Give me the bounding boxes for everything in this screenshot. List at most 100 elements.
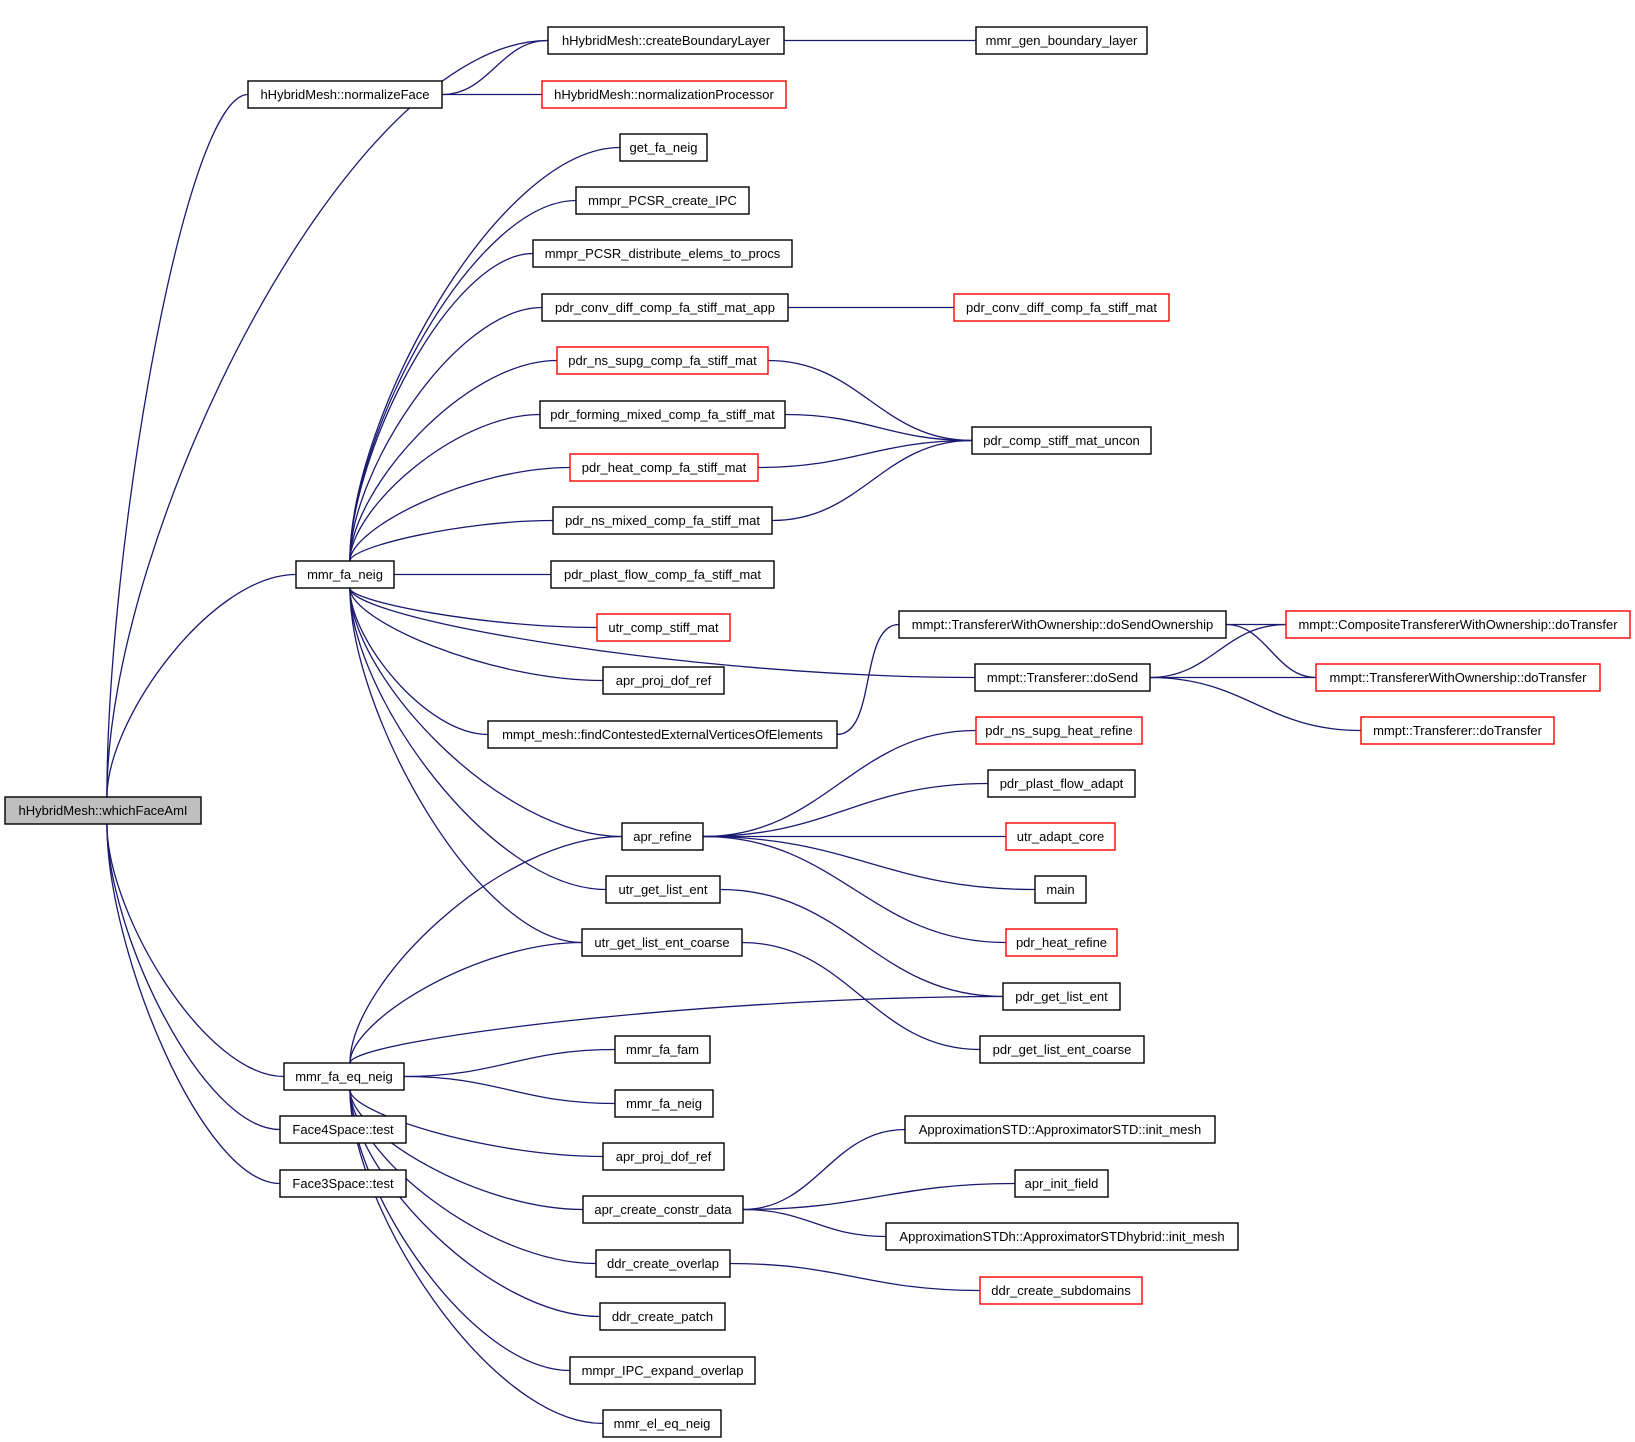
edge-overlap-subdom bbox=[718, 1258, 981, 1292]
node-label: pdr_heat_comp_fa_stiff_mat bbox=[582, 460, 747, 475]
graph-node-uncon[interactable]: pdr_comp_stiff_mat_uncon bbox=[971, 426, 1152, 455]
graph-node-forming[interactable]: pdr_forming_mixed_comp_fa_stiff_mat bbox=[539, 400, 786, 429]
graph-node-elEq[interactable]: mmr_el_eq_neig bbox=[602, 1409, 722, 1438]
node-label: pdr_comp_stiff_mat_uncon bbox=[983, 433, 1140, 448]
edge-mmr_fa_neig-ns_supg bbox=[344, 359, 558, 573]
graph-node-utr_adapt[interactable]: utr_adapt_core bbox=[1005, 822, 1116, 851]
node-label: Face4Space::test bbox=[292, 1122, 394, 1137]
graph-node-pcsr_dist[interactable]: mmpr_PCSR_distribute_elems_to_procs bbox=[532, 239, 793, 268]
graph-node-initMesh[interactable]: ApproximationSTD::ApproximatorSTD::init_… bbox=[904, 1115, 1216, 1144]
node-box bbox=[1014, 1169, 1109, 1198]
graph-node-compTrans[interactable]: mmpt::CompositeTransfererWithOwnership::… bbox=[1285, 610, 1631, 639]
graph-node-conv[interactable]: pdr_conv_diff_comp_fa_stiff_mat bbox=[953, 293, 1170, 322]
graph-node-utr_list[interactable]: utr_get_list_ent bbox=[605, 875, 721, 904]
node-box bbox=[581, 928, 743, 957]
node-box bbox=[979, 1276, 1143, 1305]
graph-node-mmr_fa_fam[interactable]: mmr_fa_fam bbox=[614, 1035, 711, 1064]
node-box bbox=[1005, 822, 1116, 851]
graph-node-ipcOverlap[interactable]: mmpr_IPC_expand_overlap bbox=[569, 1356, 756, 1385]
node-box bbox=[569, 453, 759, 482]
graph-node-doSend[interactable]: mmpt::Transferer::doSend bbox=[974, 663, 1151, 692]
graph-node-mmr_fa_neig[interactable]: mmr_fa_neig bbox=[295, 560, 395, 589]
node-label: pdr_conv_diff_comp_fa_stiff_mat_app bbox=[555, 300, 775, 315]
node-label: utr_comp_stiff_mat bbox=[608, 620, 719, 635]
node-label: ApproximationSTD::ApproximatorSTD::init_… bbox=[919, 1122, 1202, 1137]
graph-node-normProc[interactable]: hHybridMesh::normalizationProcessor bbox=[541, 80, 787, 109]
node-box bbox=[556, 346, 769, 375]
node-box bbox=[621, 822, 704, 851]
graph-node-twoTrans[interactable]: mmpt::TransfererWithOwnership::doTransfe… bbox=[1315, 663, 1601, 692]
graph-node-findCont[interactable]: mmpt_mesh::findContestedExternalVertices… bbox=[487, 720, 838, 749]
node-label: utr_get_list_ent_coarse bbox=[594, 935, 729, 950]
edge-mmr_fa_neig-apr_refine bbox=[344, 576, 623, 838]
graph-node-heat[interactable]: pdr_heat_comp_fa_stiff_mat bbox=[569, 453, 759, 482]
node-box bbox=[614, 1035, 711, 1064]
graph-node-pdr_list[interactable]: pdr_get_list_ent bbox=[1002, 982, 1121, 1011]
graph-node-ns_mixed[interactable]: pdr_ns_mixed_comp_fa_stiff_mat bbox=[552, 506, 773, 535]
graph-node-face3[interactable]: Face3Space::test bbox=[279, 1169, 407, 1198]
node-box bbox=[602, 666, 725, 695]
edge-mmr_fa_neig-findCont bbox=[344, 576, 489, 736]
graph-node-plast[interactable]: pdr_plast_flow_comp_fa_stiff_mat bbox=[550, 560, 775, 589]
graph-node-mmr_fa_neig2[interactable]: mmr_fa_neig bbox=[614, 1089, 714, 1118]
graph-node-pcsr_ipc[interactable]: mmpr_PCSR_create_IPC bbox=[575, 186, 750, 215]
node-label: pdr_ns_supg_comp_fa_stiff_mat bbox=[568, 353, 757, 368]
graph-node-conv_app[interactable]: pdr_conv_diff_comp_fa_stiff_mat_app bbox=[541, 293, 789, 322]
graph-node-subdom[interactable]: ddr_create_subdomains bbox=[979, 1276, 1143, 1305]
node-box bbox=[898, 610, 1227, 639]
node-box bbox=[596, 613, 731, 642]
node-label: ddr_create_patch bbox=[612, 1309, 713, 1324]
node-label: Face3Space::test bbox=[292, 1176, 394, 1191]
graph-node-apr_proj2[interactable]: apr_proj_dof_ref bbox=[602, 1142, 725, 1171]
graph-node-ns_supg[interactable]: pdr_ns_supg_comp_fa_stiff_mat bbox=[556, 346, 769, 375]
edge-mmr_fa_neig-utr_comp bbox=[344, 576, 598, 629]
graph-node-initMeshH[interactable]: ApproximationSTDh::ApproximatorSTDhybrid… bbox=[885, 1222, 1239, 1251]
graph-node-doSendOwn[interactable]: mmpt::TransfererWithOwnership::doSendOwn… bbox=[898, 610, 1227, 639]
edge-apr_refine-main bbox=[691, 831, 1036, 891]
graph-node-trans[interactable]: mmpt::Transferer::doTransfer bbox=[1360, 716, 1555, 745]
graph-node-genBL[interactable]: mmr_gen_boundary_layer bbox=[975, 26, 1148, 55]
graph-node-nsHeat[interactable]: pdr_ns_supg_heat_refine bbox=[975, 716, 1143, 745]
graph-node-plastAdapt[interactable]: pdr_plast_flow_adapt bbox=[987, 769, 1136, 798]
edge-which-mmr_fa_neig bbox=[101, 573, 297, 809]
edge-mmr_fa_eq-apr_proj2 bbox=[344, 1078, 604, 1158]
graph-node-utr_comp[interactable]: utr_comp_stiff_mat bbox=[596, 613, 731, 642]
node-box bbox=[605, 875, 721, 904]
node-box bbox=[979, 1035, 1145, 1064]
node-box bbox=[602, 1142, 725, 1171]
graph-node-apr_refine[interactable]: apr_refine bbox=[621, 822, 704, 851]
graph-node-apr_proj1[interactable]: apr_proj_dof_ref bbox=[602, 666, 725, 695]
node-label: pdr_get_list_ent bbox=[1015, 989, 1108, 1004]
graph-node-patch[interactable]: ddr_create_patch bbox=[599, 1302, 726, 1331]
node-box bbox=[1360, 716, 1555, 745]
graph-node-main[interactable]: main bbox=[1034, 875, 1087, 904]
node-label: mmr_gen_boundary_layer bbox=[986, 33, 1138, 48]
graph-node-initField[interactable]: apr_init_field bbox=[1014, 1169, 1109, 1198]
edge-constr-initMesh bbox=[731, 1128, 906, 1215]
node-box bbox=[541, 293, 789, 322]
node-box bbox=[279, 1169, 407, 1198]
node-label: mmr_fa_eq_neig bbox=[295, 1069, 393, 1084]
edge-heat-uncon bbox=[746, 439, 973, 473]
graph-node-heatRefine[interactable]: pdr_heat_refine bbox=[1005, 928, 1118, 957]
graph-node-pdr_coarse[interactable]: pdr_get_list_ent_coarse bbox=[979, 1035, 1145, 1064]
edge-constr-initField bbox=[731, 1182, 1016, 1215]
graph-node-utr_coarse[interactable]: utr_get_list_ent_coarse bbox=[581, 928, 743, 957]
node-label: mmpr_PCSR_create_IPC bbox=[588, 193, 737, 208]
graph-node-face4[interactable]: Face4Space::test bbox=[279, 1115, 407, 1144]
graph-node-createBL[interactable]: hHybridMesh::createBoundaryLayer bbox=[547, 26, 785, 55]
node-label: apr_proj_dof_ref bbox=[616, 1149, 712, 1164]
edge-doSend-trans bbox=[1138, 672, 1362, 732]
graph-node-constr[interactable]: apr_create_constr_data bbox=[582, 1195, 744, 1224]
node-label: pdr_plast_flow_adapt bbox=[1000, 776, 1124, 791]
nodes-layer: hHybridMesh::whichFaceAmIhHybridMesh::no… bbox=[4, 26, 1631, 1438]
node-box bbox=[619, 133, 708, 162]
node-label: mmr_fa_neig bbox=[307, 567, 383, 582]
node-label: mmpt::CompositeTransfererWithOwnership::… bbox=[1298, 617, 1618, 632]
graph-node-normalizeFace[interactable]: hHybridMesh::normalizeFace bbox=[247, 80, 443, 109]
graph-node-get_fa_neig[interactable]: get_fa_neig bbox=[619, 133, 708, 162]
node-box bbox=[283, 1062, 405, 1091]
graph-node-mmr_fa_eq[interactable]: mmr_fa_eq_neig bbox=[283, 1062, 405, 1091]
graph-node-overlap[interactable]: ddr_create_overlap bbox=[595, 1249, 731, 1278]
